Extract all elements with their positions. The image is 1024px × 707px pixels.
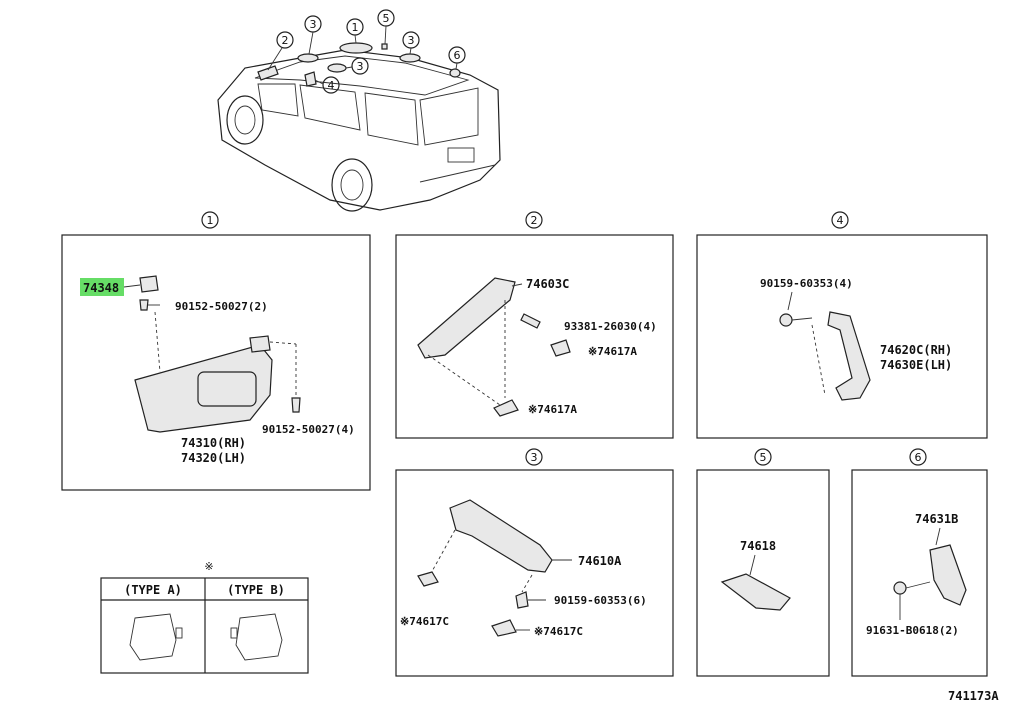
screw-icon [893, 581, 907, 595]
svg-text:74630E(LH): 74630E(LH) [880, 358, 952, 372]
svg-text:90159-60353(6): 90159-60353(6) [554, 594, 647, 607]
callout-4-top: 4 [314, 76, 340, 94]
svg-text:1: 1 [207, 214, 214, 227]
svg-text:6: 6 [454, 49, 461, 62]
svg-text:74618: 74618 [740, 539, 776, 553]
mirror-type-a [129, 613, 177, 661]
svg-text:3: 3 [310, 18, 317, 31]
assist-grip-part [417, 277, 516, 359]
svg-text:5: 5 [760, 451, 767, 464]
visor-hinge-part [249, 335, 271, 353]
screw-icon [779, 313, 793, 327]
svg-text:74610A: 74610A [578, 554, 622, 568]
panel-3: 3 74610A ※74617C 90159-60353(6) ※74617C [395, 448, 674, 677]
hook-part [929, 544, 967, 606]
svg-text:※74617C: ※74617C [534, 625, 583, 638]
cap-part [417, 571, 439, 587]
svg-text:74620C(RH): 74620C(RH) [880, 343, 952, 357]
type-table: ※ (TYPE A) (TYPE B) [100, 560, 309, 674]
svg-text:2: 2 [531, 214, 538, 227]
assist-grip-part [449, 499, 553, 573]
callout-1-top: 1 [346, 18, 364, 44]
svg-text:5: 5 [383, 12, 390, 25]
figure-id: 741173A [948, 689, 999, 703]
svg-text:74320(LH): 74320(LH) [181, 451, 246, 465]
svg-text:4: 4 [837, 214, 844, 227]
panel-2: 2 74603C 93381-26030(4) ※74617A ※74617A [395, 211, 674, 439]
panel-6: 6 74631B 91631-B0618(2) [851, 448, 988, 677]
svg-text:1: 1 [352, 21, 359, 34]
svg-text:90152-50027(2): 90152-50027(2) [175, 300, 268, 313]
callout-6-top: 6 [448, 46, 466, 70]
highlight-74348 [80, 278, 124, 296]
assist-grip-part [827, 311, 871, 401]
svg-text:※74617A: ※74617A [588, 345, 637, 358]
svg-text:(TYPE B): (TYPE B) [227, 583, 285, 597]
callout-5-top: 5 [377, 9, 395, 45]
svg-text:4: 4 [328, 79, 335, 92]
panel-1: 1 74348 90152-50027(2) 74310(RH) 74320(L… [61, 211, 371, 491]
svg-text:3: 3 [408, 34, 415, 47]
svg-text:6: 6 [915, 451, 922, 464]
part-74348-label[interactable]: 74348 [83, 281, 119, 295]
svg-text:3: 3 [357, 60, 364, 73]
svg-text:74631B: 74631B [915, 512, 958, 526]
svg-text:※74617C: ※74617C [400, 615, 449, 628]
callout-3-top-b: 3 [402, 31, 420, 55]
mirror-type-b [235, 613, 283, 661]
svg-text:74603C: 74603C [526, 277, 569, 291]
panel-4: 4 90159-60353(4) 74620C(RH) 74630E(LH) [696, 211, 988, 439]
svg-text:2: 2 [282, 34, 289, 47]
svg-text:3: 3 [531, 451, 538, 464]
svg-text:※74617A: ※74617A [528, 403, 577, 416]
cap-part [491, 619, 517, 637]
callout-3-top-a: 3 [304, 15, 322, 55]
callout-3-top-c: 3 [345, 57, 369, 75]
vehicle-callouts: 2 3 1 5 3 3 6 [267, 9, 466, 94]
vehicle-illustration [217, 42, 501, 212]
svg-text:90152-50027(4): 90152-50027(4) [262, 423, 355, 436]
svg-text:※: ※ [204, 560, 213, 573]
panel-5: 5 74618 [696, 448, 830, 677]
svg-text:(TYPE A): (TYPE A) [124, 583, 182, 597]
svg-text:74310(RH): 74310(RH) [181, 436, 246, 450]
screw-icon [520, 313, 541, 329]
visor-holder-part [139, 275, 159, 293]
coat-hook-part [720, 573, 791, 611]
cap-part [493, 399, 519, 417]
callout-2-top: 2 [267, 31, 294, 71]
screw-icon [139, 299, 149, 311]
svg-text:91631-B0618(2): 91631-B0618(2) [866, 624, 959, 637]
screw-icon [291, 397, 301, 413]
svg-text:93381-26030(4): 93381-26030(4) [564, 320, 657, 333]
svg-text:90159-60353(4): 90159-60353(4) [760, 277, 853, 290]
screw-icon [515, 591, 529, 609]
cap-part [550, 339, 571, 357]
